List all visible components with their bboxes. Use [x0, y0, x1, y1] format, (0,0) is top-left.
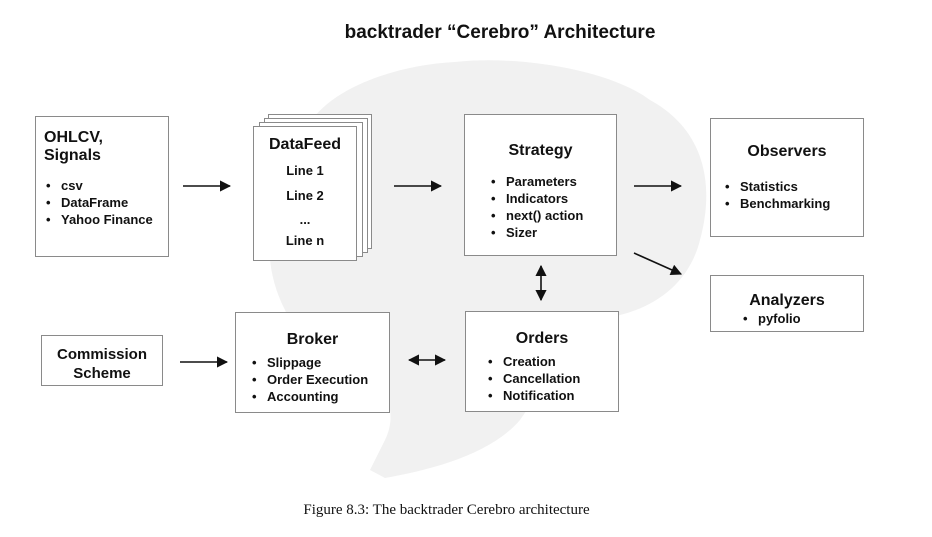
ohlcv-item: DataFrame: [44, 194, 162, 211]
orders-item: Creation: [486, 353, 614, 370]
strategy-box: Strategy Parameters Indicators next() ac…: [464, 114, 617, 256]
datafeed-line: Line n: [285, 233, 325, 248]
commission-title: Commission Scheme: [56, 346, 147, 382]
orders-box: Orders Creation Cancellation Notificatio…: [465, 311, 619, 412]
datafeed-title: DataFeed: [268, 136, 342, 153]
datafeed-line: Line 2: [286, 188, 324, 203]
ohlcv-title: OHLCV, Signals: [44, 129, 103, 164]
strategy-title: Strategy: [508, 142, 573, 159]
orders-title: Orders: [515, 330, 569, 347]
observers-item: Statistics: [723, 178, 859, 195]
datafeed-line: ...: [299, 212, 311, 227]
broker-title: Broker: [286, 331, 339, 348]
figure-caption: Figure 8.3: The backtrader Cerebro archi…: [303, 502, 590, 518]
strategy-item: next() action: [489, 207, 610, 224]
strategy-item: Parameters: [489, 173, 610, 190]
strategy-item: Indicators: [489, 190, 610, 207]
ohlcv-item: Yahoo Finance: [44, 211, 162, 228]
strategy-item: Sizer: [489, 224, 610, 241]
orders-item: Notification: [486, 387, 614, 404]
broker-item: Accounting: [250, 388, 385, 405]
broker-item: Slippage: [250, 354, 385, 371]
ohlcv-item: csv: [44, 177, 162, 194]
arrow-strategy-to-analyzers: [633, 252, 683, 276]
analyzers-box: Analyzers pyfolio: [710, 275, 864, 332]
orders-item: Cancellation: [486, 370, 614, 387]
diagram-title: backtrader “Cerebro” Architecture: [344, 22, 656, 43]
observers-box: Observers Statistics Benchmarking: [710, 118, 864, 237]
analyzers-item: pyfolio: [741, 310, 859, 327]
datafeed-line: Line 1: [286, 163, 324, 178]
analyzers-title: Analyzers: [749, 292, 825, 309]
datafeed-box: DataFeed Line 1 Line 2 ... Line n: [253, 126, 357, 261]
commission-scheme-box: Commission Scheme: [41, 335, 163, 386]
observers-title: Observers: [747, 143, 827, 160]
broker-box: Broker Slippage Order Execution Accounti…: [235, 312, 390, 413]
ohlcv-signals-box: OHLCV, Signals csv DataFrame Yahoo Finan…: [35, 116, 169, 257]
observers-item: Benchmarking: [723, 195, 859, 212]
broker-item: Order Execution: [250, 371, 385, 388]
